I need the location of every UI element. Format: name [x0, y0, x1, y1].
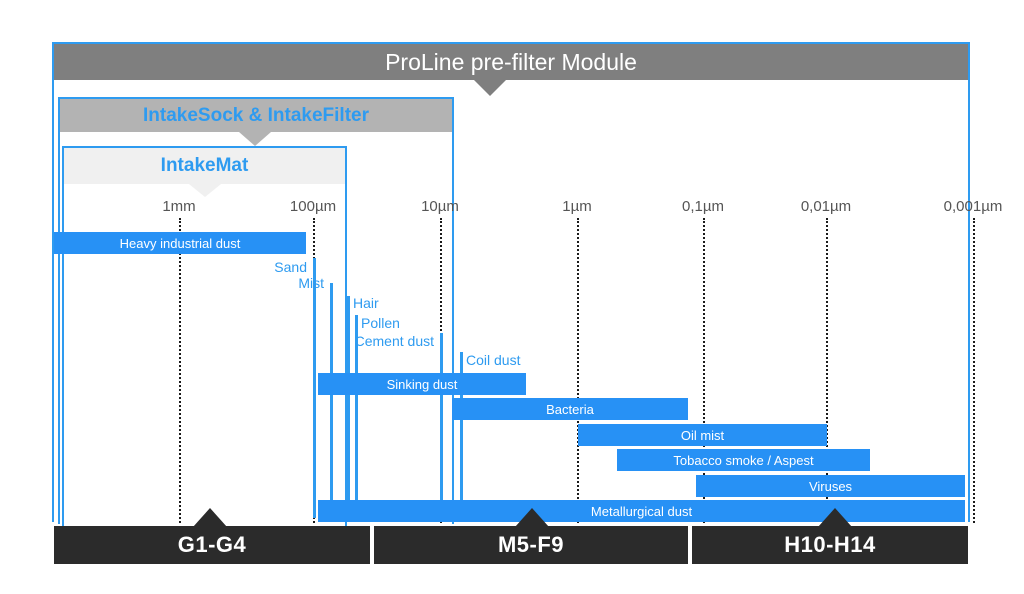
frame-proline-module	[52, 42, 970, 522]
particle-marker-label: Cement dust	[354, 333, 434, 349]
particle-marker-line	[440, 333, 443, 518]
scale-gridline	[826, 218, 828, 523]
particle-marker-line	[355, 315, 358, 518]
filter-class-segment: H10-H14	[692, 526, 968, 564]
arrow-up-icon-filter-class	[818, 508, 852, 527]
particle-range-bar: Heavy industrial dust	[54, 232, 306, 254]
scale-tick-label: 0,01µm	[800, 198, 852, 215]
scale-tick-label: 0,001µm	[943, 198, 1003, 215]
particle-marker-line	[460, 352, 463, 518]
particle-range-bar: Tobacco smoke / Aspest	[617, 449, 870, 471]
scale-gridline	[973, 218, 975, 523]
particle-range-bar: Viruses	[696, 475, 965, 497]
arrow-down-icon-proline	[474, 80, 506, 96]
particle-range-bar: Metallurgical dust	[318, 500, 965, 522]
arrow-up-icon-filter-class	[515, 508, 549, 527]
particle-marker-label: Hair	[353, 295, 379, 311]
particle-marker-label: Mist	[298, 275, 324, 291]
particle-marker-line	[313, 258, 316, 518]
module-title-proline: ProLine pre-filter Module	[54, 44, 968, 80]
scale-tick-label: 0,1µm	[682, 198, 724, 215]
module-title-intakemat: IntakeMat	[64, 148, 345, 184]
arrow-down-icon-intakesock	[239, 132, 271, 146]
arrow-up-icon-filter-class	[193, 508, 227, 527]
frame-intakesock-module	[58, 97, 454, 524]
particle-marker-label: Coil dust	[466, 352, 521, 368]
scale-gridline	[703, 218, 705, 523]
scale-tick-label: 100µm	[289, 198, 337, 215]
particle-marker-label: Sand	[274, 259, 307, 275]
arrow-down-icon-intakemat	[189, 184, 221, 197]
particle-range-bar: Bacteria	[452, 398, 688, 420]
particle-range-bar: Oil mist	[578, 424, 827, 446]
scale-tick-label: 1mm	[162, 198, 196, 215]
scale-gridline	[577, 218, 579, 523]
particle-marker-line	[330, 283, 333, 518]
module-title-intakesock: IntakeSock & IntakeFilter	[60, 99, 452, 132]
scale-tick-label: 10µm	[421, 198, 459, 215]
frame-intakemat-module	[62, 146, 347, 526]
particle-range-bar: Sinking dust	[318, 373, 526, 395]
particle-marker-line	[347, 296, 350, 518]
filter-class-segment: M5-F9	[374, 526, 688, 564]
particle-marker-label: Pollen	[361, 315, 400, 331]
scale-gridline	[179, 218, 181, 523]
scale-tick-label: 1µm	[562, 198, 592, 215]
filter-class-segment: G1-G4	[54, 526, 370, 564]
